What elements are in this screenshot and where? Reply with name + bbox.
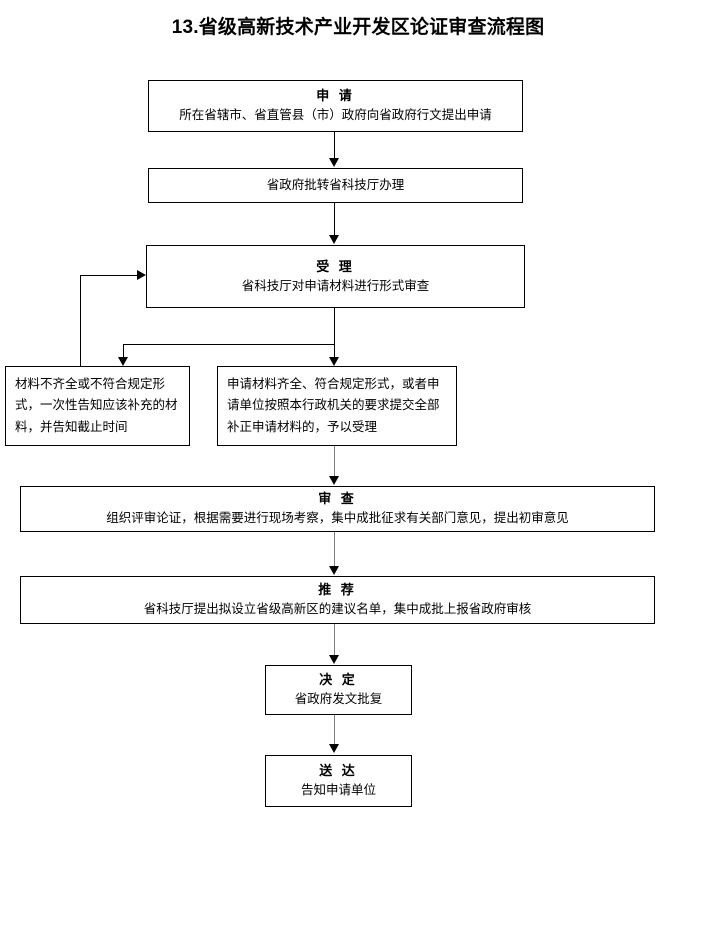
node-accept-heading: 受 理 [316, 258, 355, 274]
node-accept: 受 理 省科技厅对申请材料进行形式审查 [146, 245, 525, 308]
arrow-to-branch-incomplete [118, 357, 128, 366]
connector-to-branch-incomplete [123, 344, 124, 358]
arrow-to-branch-complete [329, 357, 339, 366]
node-review: 审 查 组织评审论证，根据需要进行现场考察，集中成批征求有关部门意见，提出初审意… [20, 486, 655, 532]
node-transfer-desc: 省政府批转省科技厅办理 [266, 177, 405, 192]
node-branch-incomplete-desc: 材料不齐全或不符合规定形式，一次性告知应该补充的材料，并告知截止时间 [15, 376, 178, 434]
connector-recommend-to-decide [334, 624, 335, 655]
feedback-vline-up [80, 275, 81, 366]
node-branch-complete: 申请材料齐全、符合规定形式，或者申请单位按照本行政机关的要求提交全部补正申请材料… [217, 366, 457, 446]
connector-accept-split-down [334, 308, 335, 344]
connector-review-to-recommend [334, 532, 335, 566]
node-branch-complete-desc: 申请材料齐全、符合规定形式，或者申请单位按照本行政机关的要求提交全部补正申请材料… [227, 376, 440, 434]
node-decide: 决 定 省政府发文批复 [265, 665, 412, 715]
node-deliver-heading: 送 达 [319, 763, 358, 779]
node-decide-heading: 决 定 [319, 672, 358, 688]
feedback-hline-right [80, 275, 137, 276]
node-deliver: 送 达 告知申请单位 [265, 755, 412, 807]
page-title: 13.省级高新技术产业开发区论证审查流程图 [171, 17, 545, 38]
node-review-desc: 组织评审论证，根据需要进行现场考察，集中成批征求有关部门意见，提出初审意见 [106, 511, 569, 526]
arrow-feedback-into-accept [137, 270, 146, 280]
arrow-branch-complete-to-review [329, 476, 339, 485]
node-branch-incomplete: 材料不齐全或不符合规定形式，一次性告知应该补充的材料，并告知截止时间 [5, 366, 190, 446]
node-accept-desc: 省科技厅对申请材料进行形式审查 [241, 278, 430, 293]
arrow-review-to-recommend [329, 566, 339, 575]
arrow-apply-to-transfer [329, 158, 339, 167]
node-recommend-desc: 省科技厅提出拟设立省级高新区的建议名单，集中成批上报省政府审核 [143, 602, 532, 617]
connector-transfer-to-accept [334, 203, 335, 236]
node-recommend: 推 荐 省科技厅提出拟设立省级高新区的建议名单，集中成批上报省政府审核 [20, 576, 655, 624]
node-decide-desc: 省政府发文批复 [294, 692, 383, 707]
node-deliver-desc: 告知申请单位 [300, 783, 376, 798]
node-apply-heading: 申 请 [316, 88, 355, 104]
connector-to-branch-complete [334, 344, 335, 358]
node-recommend-heading: 推 荐 [318, 582, 357, 598]
connector-branch-complete-down [334, 446, 335, 476]
connector-decide-to-deliver [334, 715, 335, 745]
node-apply-desc: 所在省辖市、省直管县（市）政府向省政府行文提出申请 [179, 108, 492, 123]
arrow-transfer-to-accept [329, 235, 339, 244]
connector-split-horizontal [123, 344, 335, 345]
node-transfer: 省政府批转省科技厅办理 [148, 168, 523, 203]
connector-apply-to-transfer [334, 132, 335, 159]
arrow-recommend-to-decide [329, 655, 339, 664]
node-review-heading: 审 查 [318, 491, 357, 507]
arrow-decide-to-deliver [329, 744, 339, 753]
node-apply: 申 请 所在省辖市、省直管县（市）政府向省政府行文提出申请 [148, 80, 523, 132]
